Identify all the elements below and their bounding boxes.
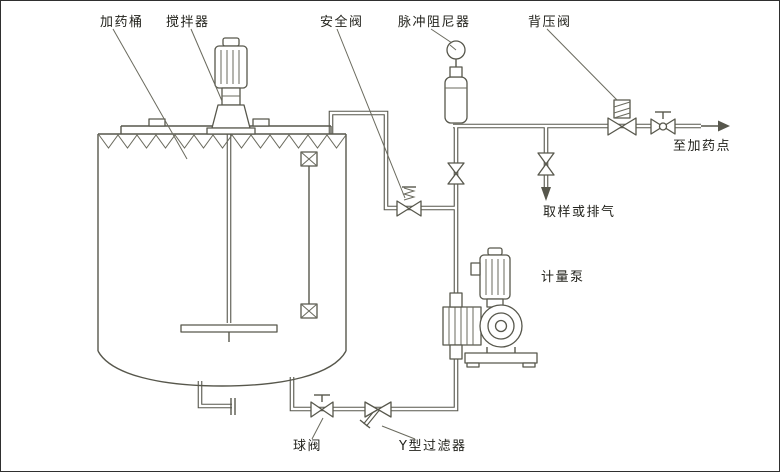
- pipe-runs: [197, 110, 701, 427]
- bpv-body-left: [607, 117, 623, 136]
- label-sample-or-vent: 取样或排气: [543, 204, 616, 220]
- lid-nozzle-right: [252, 118, 270, 127]
- label-back-pressure-valve: 背压阀: [528, 15, 572, 30]
- leader-pulse-damper: [430, 28, 453, 44]
- agitator: [206, 37, 256, 135]
- pump-head-plates: [448, 307, 474, 345]
- pulse-damper: [444, 40, 468, 124]
- suction-ball-valve: [310, 394, 334, 418]
- level-gauge: [300, 151, 318, 319]
- agitator-paddle: [180, 324, 278, 333]
- pipework: [197, 110, 701, 427]
- tank-rim-serration: [98, 134, 347, 149]
- valve-ball: [658, 122, 668, 131]
- safety-valve-body-left: [396, 200, 410, 217]
- leader-ball-valve: [311, 417, 324, 440]
- pump-motor-fins: [485, 259, 505, 295]
- metering-pump: [442, 247, 538, 368]
- safety-valve-spring: [402, 187, 416, 201]
- dosing-tank: [97, 118, 347, 387]
- outlet-arrow: [701, 120, 730, 132]
- sample-valve-bottom: [537, 163, 555, 176]
- label-safety-valve: 安全阀: [320, 14, 364, 30]
- pump-foot-left: [466, 362, 480, 368]
- agitator-motor-body: [214, 45, 248, 89]
- label-ball-valve: 球阀: [293, 439, 322, 454]
- damper-neck: [449, 66, 463, 78]
- leader-tank: [112, 28, 188, 160]
- pump-motor-cap: [487, 247, 503, 256]
- gauge-needle: [449, 44, 457, 51]
- safety-valve-body-right: [408, 200, 422, 217]
- safety-valve: [396, 186, 422, 217]
- back-pressure-valve: [607, 99, 637, 136]
- label-metering-pump: 计量泵: [541, 270, 585, 285]
- leader-y-strainer: [381, 425, 416, 440]
- discharge-valve: [447, 162, 465, 185]
- header-ball-valve: [650, 111, 676, 135]
- label-pulse-damper: 脉冲阻尼器: [398, 15, 471, 30]
- right-arrowhead: [718, 120, 730, 132]
- agitator-motor-fins: [220, 50, 240, 84]
- bpv-actuator: [613, 99, 631, 119]
- discharge-check-valve: [449, 292, 463, 308]
- pump-foot-right: [522, 362, 536, 368]
- agitator-stand: [211, 104, 251, 129]
- leader-agitator: [190, 28, 223, 102]
- pump-base: [464, 352, 538, 364]
- label-tank: 加药桶: [100, 15, 144, 30]
- strainer-cap: [359, 419, 371, 429]
- sample-valve-top: [537, 152, 555, 165]
- down-arrow: [541, 187, 551, 201]
- suction-check-valve: [449, 344, 463, 360]
- bpv-body-right: [621, 117, 637, 136]
- damper-body: [444, 76, 468, 124]
- pump-motor-body: [479, 254, 511, 300]
- lid-nozzle-left: [148, 118, 166, 127]
- tank-bottom-dish: [97, 350, 347, 387]
- agitator-base-flange: [206, 127, 256, 135]
- label-to-dosing-point: 至加药点: [673, 139, 731, 154]
- pump-housing-hub: [494, 319, 508, 333]
- leader-safety-valve: [336, 28, 406, 199]
- y-strainer: [359, 401, 392, 429]
- label-agitator: 搅拌器: [166, 14, 210, 30]
- agitator-motor-cap: [222, 37, 240, 47]
- pump-junction-box: [470, 262, 481, 276]
- leader-lines: [112, 28, 618, 440]
- sample-vent-branch: [537, 152, 555, 201]
- leader-back-pressure-valve: [546, 28, 618, 101]
- label-y-strainer: Y型过滤器: [398, 439, 466, 454]
- pipe-runs-inner: [198, 111, 701, 426]
- labels: 加药桶 搅拌器 安全阀 脉冲阻尼器 背压阀 至加药点 取样或排气 计量泵 球阀 …: [100, 14, 731, 454]
